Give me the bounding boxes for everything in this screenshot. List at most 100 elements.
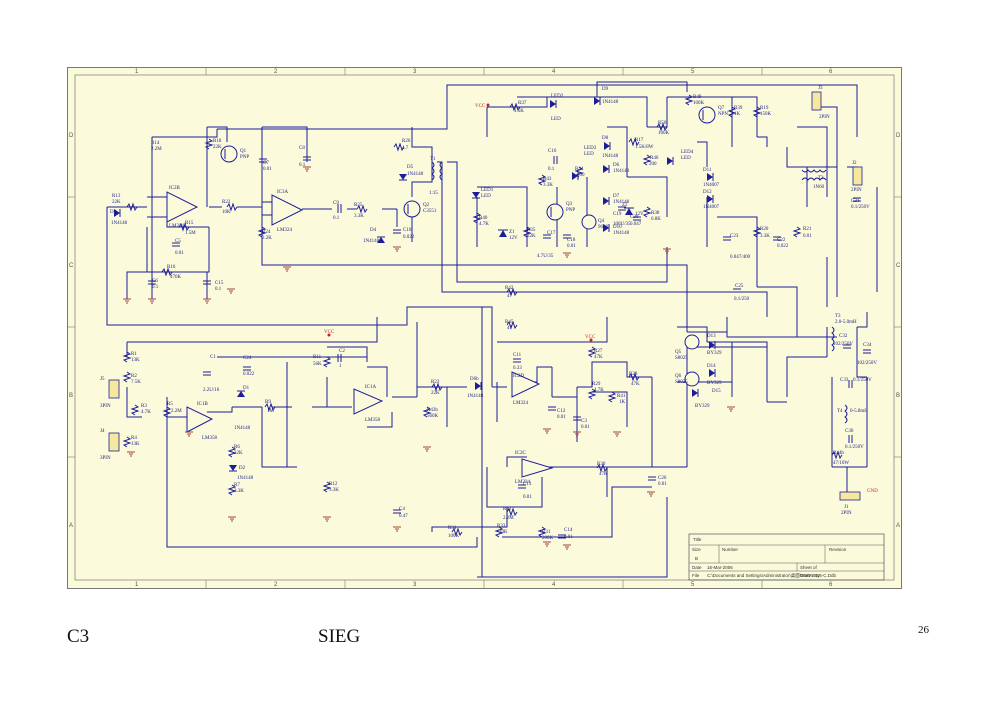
schematic-sheet [67,67,902,589]
opamp-ic2d: IC2D LM324 [511,371,541,406]
component-label: 0.01 [175,251,184,256]
ic2b-part: LM324 [169,224,185,229]
component-label: D4 [370,228,377,233]
zone-rows: D C B A D C B A [67,133,902,529]
component-label: R23 [431,380,440,385]
component-label: 1N4148 [602,154,619,159]
footer-left-label: C3 [67,626,90,647]
component-label: C18 [567,238,576,243]
component-label: 22K [213,145,222,150]
component-label: 1N4007 [703,205,720,210]
component-label: C15 [215,281,224,286]
component-label: D3 [110,210,117,215]
component-label: BY329 [707,351,722,356]
component-label: 56K [313,362,322,367]
q6-ref: Q6 [675,374,682,379]
component-label: R34 [448,526,457,531]
capacitor-c2: C21 [337,349,345,369]
connector-j3: J3 2PIN [811,86,830,120]
component-label: 3.3K [543,183,553,188]
component-label: LED3 [584,146,597,151]
component-label: 0.1/250 [734,297,750,302]
component-label: R5 [167,402,173,407]
capacitor-c4: C40.47 [393,507,408,519]
date-value: 16-Mar-2006 [707,565,733,570]
component-label: 1M [267,409,275,414]
j2-part: 2PIN [851,188,862,193]
component-label: R40 [479,216,488,221]
component-label: LED [681,156,691,161]
j5-part: 3PIN [100,404,111,409]
component-label: LED [584,152,594,157]
capacitor-c9: C90.1 [333,201,342,221]
resistor-r7: R73.3K [227,483,244,496]
component-label: C6 [152,279,158,284]
component-label: C20 [630,215,639,220]
component-label: 1N4148 [602,100,619,105]
drawing-frame [74,74,895,581]
file-value: C:\Documents and Settings\Administrator\… [707,572,837,579]
j5-ref: J5 [100,377,105,382]
transistor-q6: Q6 S8025 [675,371,700,387]
component-label: 200K [542,536,554,541]
zone-col-6: 6 [829,69,833,75]
component-label: 0.1/250V [853,378,872,383]
opamp-ic1b: IC1B LM358 [186,402,218,441]
component-label: 1N4148 [467,394,484,399]
opamp-ic1a: IC1A LM358 [353,385,384,423]
component-label: R49 [693,95,702,100]
transformer-t2: T2 1N60 [801,169,827,190]
zone-col-1: 1 [135,69,139,75]
component-label: 0.1 [548,167,555,172]
zone-row-a-right: A [896,523,900,529]
component-label: D10 [613,225,622,230]
component-label: LED [551,117,561,122]
vcc-label-top: VCC [475,104,486,109]
component-label: 47/10W [833,461,849,466]
component-label: C17 [547,231,556,236]
t4-value: 0-5.8mH [850,409,868,414]
capacitor-c3: C30.01 [573,416,590,430]
component-label: C25 [735,284,744,289]
wires-lower [126,306,767,578]
component-label: 1N4148 [407,172,424,177]
ground-symbols [123,166,735,550]
component-label: C14 [564,528,573,533]
component-label: 0.33 [513,366,522,371]
component-label: LED [481,194,491,199]
component-label: D1 [243,386,250,391]
j1-ref: J1 [844,505,849,510]
component-label: R4 [131,436,137,441]
component-label: R50 [658,121,667,126]
capacitor-c6: C60.1 [148,279,159,290]
connector-j4: J4 3PIN [100,429,120,461]
component-label: C23 [730,234,739,239]
component-label: R32 [503,507,512,512]
transformer-t3: T3 2.0-5.0mH [831,314,857,352]
component-label: 4.7K [479,222,489,227]
ic2c-part: LM324 [515,480,531,485]
component-label: 4.7 [402,146,409,151]
component-label: C10 [403,228,412,233]
transformer-t4: T4 0-5.8mH [837,404,868,424]
